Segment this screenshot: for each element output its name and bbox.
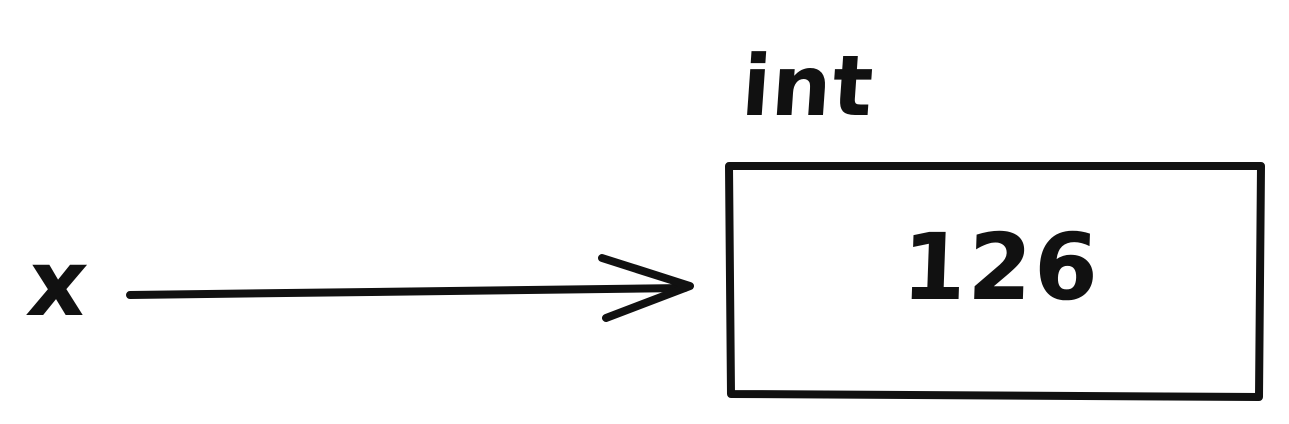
arrow-head (598, 254, 694, 322)
type-label: int (738, 37, 878, 135)
value-box (725, 162, 1265, 401)
reference-arrow (126, 254, 694, 322)
value-box-outline (725, 162, 1265, 401)
variable-label: x (22, 230, 94, 337)
value-label: 126 (900, 214, 1102, 321)
arrow-shaft (126, 284, 689, 299)
